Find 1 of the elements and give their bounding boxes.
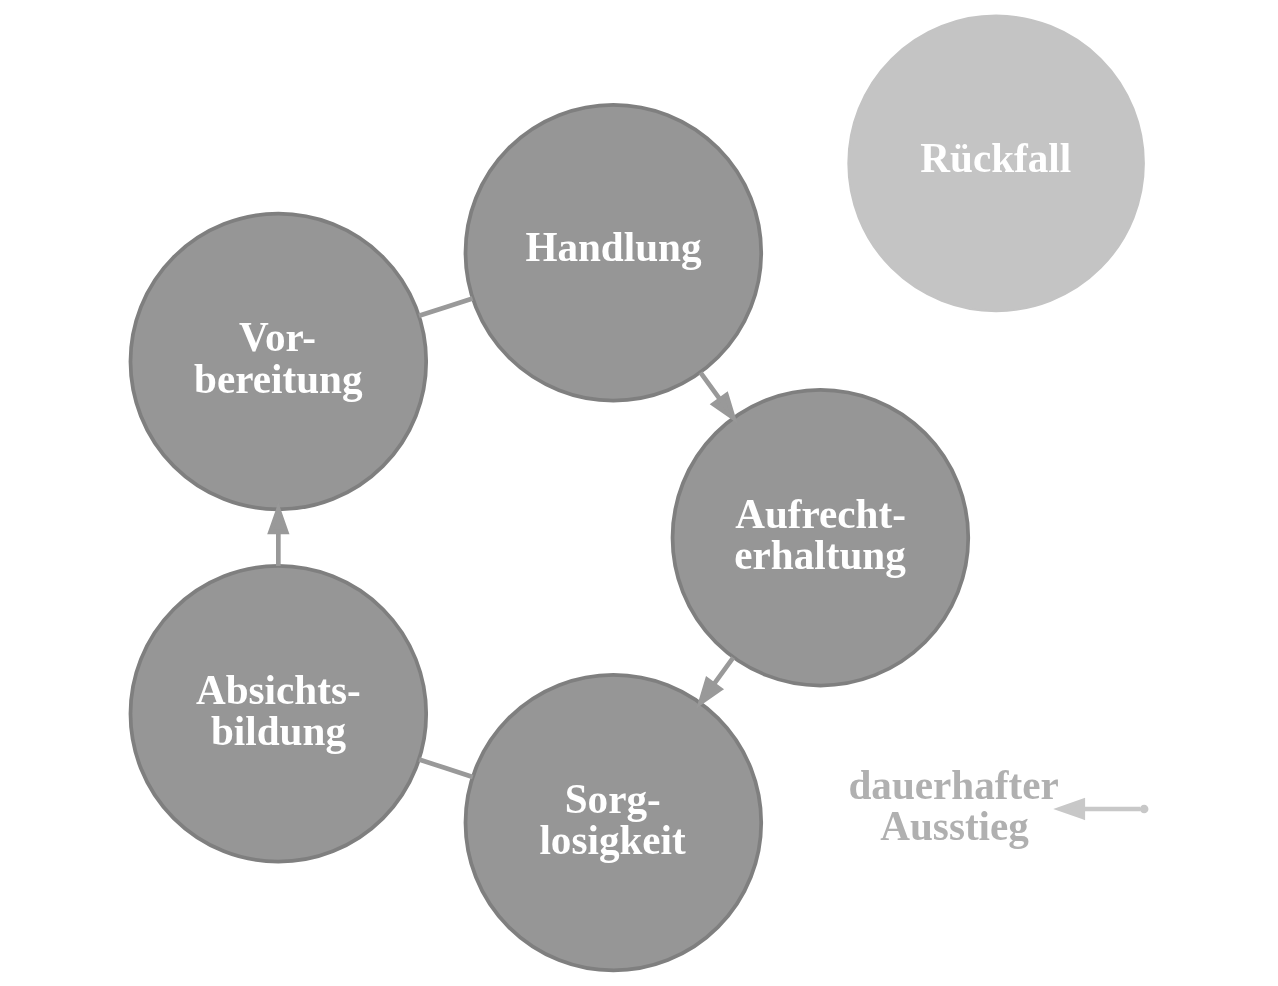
node-text: dauerhafter Ausstieg — [848, 761, 1059, 850]
